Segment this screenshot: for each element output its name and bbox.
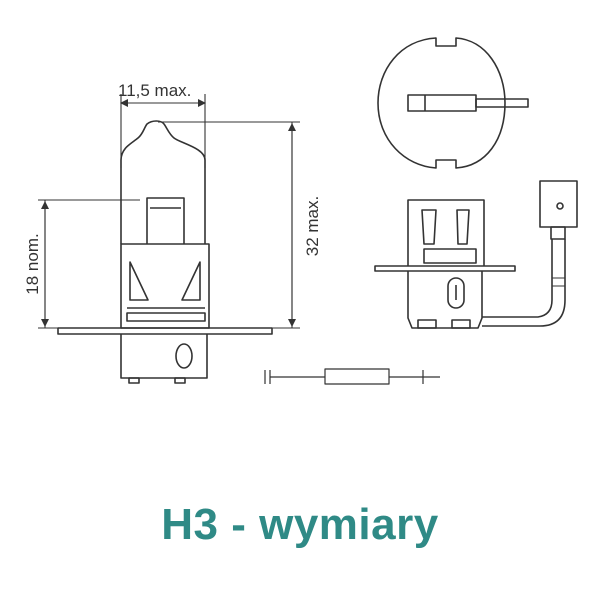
bulb-front-view bbox=[374, 180, 578, 329]
wire-lead bbox=[264, 368, 440, 385]
bulb-base bbox=[120, 243, 210, 329]
bulb-side-view bbox=[57, 120, 440, 385]
filament bbox=[146, 197, 185, 244]
nominal-dimension bbox=[38, 199, 140, 329]
flange-plate bbox=[57, 327, 273, 335]
height-dimension bbox=[158, 121, 300, 329]
nominal-dimension-label: 18 nom. bbox=[23, 233, 42, 294]
width-dimension bbox=[120, 94, 206, 168]
h3-bulb-dimension-drawing: 11,5 max. 32 max. 18 nom. bbox=[23, 37, 578, 385]
width-dimension-label: 11,5 max. bbox=[118, 81, 191, 100]
height-dimension-label: 32 max. bbox=[303, 196, 322, 256]
glass-envelope bbox=[120, 120, 206, 244]
bulb-end-view bbox=[377, 37, 529, 169]
socket bbox=[120, 334, 208, 379]
caption-title: H3 - wymiary bbox=[161, 500, 439, 549]
